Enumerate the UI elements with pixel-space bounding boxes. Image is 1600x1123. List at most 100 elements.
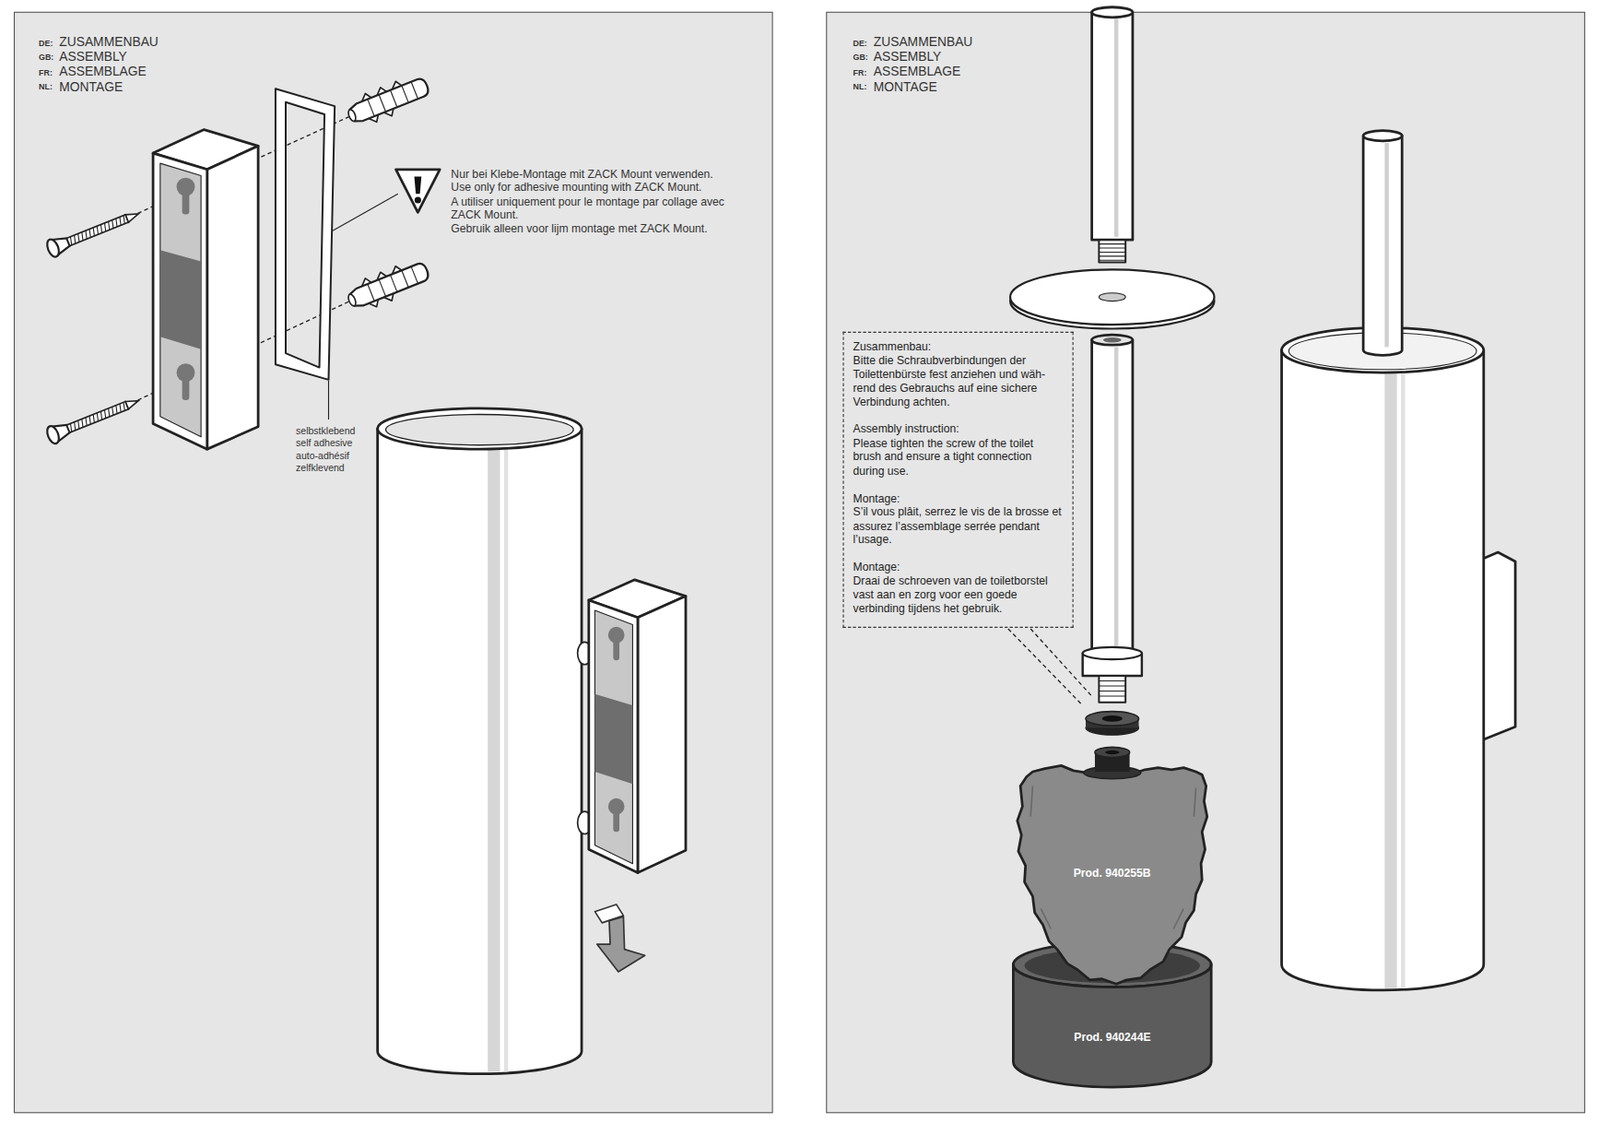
brush-cup [1012,964,1212,1087]
product-number: Prod. 940255B [1073,865,1152,880]
brush-handle [1092,7,1133,263]
brush-handle [1098,244,1126,261]
screw [68,215,127,246]
wall-bracket [160,163,201,437]
heading: ASSEMBLY [58,49,128,66]
screw [125,397,141,410]
callout-text: Bitte die Schraubverbindungen der Toilet… [853,353,1064,410]
panel [826,11,1586,1112]
brush-head [1017,764,1208,984]
leader-line [1008,628,1083,705]
heading: ASSEMBLY [873,49,942,66]
heading: ZUSAMMENBAU [873,35,974,51]
product-label: Prod. 940255B [1069,863,1155,883]
brush-holder [1282,350,1484,990]
wall-bracket [182,189,190,215]
cover-disc [1010,269,1214,329]
screw [68,401,127,432]
language-code: FR: [853,68,868,79]
leader-line [328,193,398,420]
warning-text: Gebruik alleen voor lijm montage met ZAC… [450,222,707,236]
language-code: NL: [853,82,868,94]
screw [66,400,129,433]
brush-handle [1098,239,1126,262]
wall-plug [343,70,434,131]
wall-bracket [182,375,190,400]
brush-head [1094,746,1130,757]
heading: MONTAGE [873,79,938,95]
panel [13,11,1585,1112]
product-number: Prod. 940244E [1073,1029,1151,1044]
language-code: DE: [38,38,53,49]
brush-holder [1363,130,1402,142]
adhesive-label: zelfklevend [295,462,345,475]
wall-plug [367,82,419,117]
wall-plug [346,108,357,123]
brush-holder [1400,369,1405,989]
cover-disc [1098,293,1126,302]
brush-holder [1384,369,1397,989]
callout-heading: Montage: [853,560,1064,575]
language-code: FR: [38,68,53,79]
wall-bracket [207,145,259,449]
brush-handle [1092,334,1133,345]
leader-line [332,193,399,231]
heading: MONTAGE [58,79,123,95]
adhesive-label: selbstklebend [295,423,355,436]
warning-text: A utiliser uniquement pour le montage pa… [450,194,742,223]
brush-handle [1114,346,1118,649]
brush-holder [1384,142,1389,347]
brush-head [1017,746,1208,984]
screw [45,237,62,259]
wall-plug [346,293,357,307]
nut [1085,711,1140,727]
adhesive-frame [275,88,335,380]
leader-line [1030,628,1092,696]
wall-bracket [588,600,638,873]
brush-handle [1092,11,1133,240]
wall-bracket [152,152,208,449]
warning-text: Use only for adhesive mounting with ZACK… [450,180,702,195]
leader-line [328,380,330,420]
direction-arrow [597,916,646,972]
heading: ASSEMBLAGE [58,64,147,81]
brush-head [1105,750,1119,754]
brush-handle [1098,675,1126,703]
brush-holder [1282,130,1484,990]
brush-holder [377,408,582,449]
panel [13,11,773,1112]
brush-holder [377,408,582,1074]
warning-symbol [413,176,422,195]
language-code: GB: [853,53,869,64]
brush-head [1030,785,1196,929]
language-code: GB: [38,53,54,64]
screw [45,423,62,446]
wall-plug [367,266,419,301]
callout-heading: Zusammenbau: [853,340,1064,354]
callout-text: Draai de schroeven van de toiletborstel … [853,574,1064,616]
brush-holder [487,447,500,1072]
brush-holder [1363,135,1402,355]
brush-handle [1082,647,1142,659]
wall-plug [348,76,431,124]
screw [66,214,129,247]
wall-bracket [594,610,633,864]
callout-heading: Assembly instruction: [853,422,1064,436]
brush-holder [385,413,574,445]
warning-symbol [414,196,422,203]
wall-bracket [577,579,686,873]
brush-holder [377,428,582,1074]
product-label: Prod. 940244E [1070,1027,1155,1047]
language-code: DE: [853,38,868,49]
callout-heading: Montage: [853,491,1064,506]
language-code: NL: [38,82,53,94]
brush-cup [1012,964,1212,1087]
wall-plug [348,261,431,309]
instruction-callout: Zusammenbau:Bitte die Schraubverbindunge… [842,331,1073,628]
wall-bracket [612,809,620,832]
adhesive-frame [275,88,335,380]
brush-handle [1092,340,1133,654]
screw [45,205,142,259]
adhesive-label: auto-adhésif [295,449,350,462]
